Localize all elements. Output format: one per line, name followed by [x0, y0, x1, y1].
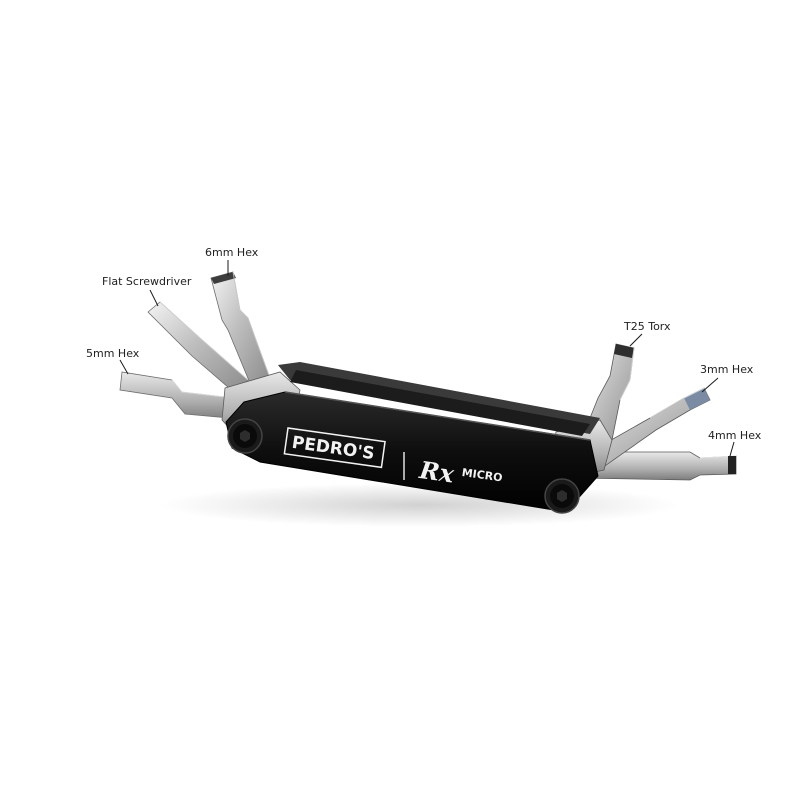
callout-4mm-hex: 4mm Hex [708, 429, 762, 442]
callout-5mm-hex: 5mm Hex [86, 347, 140, 360]
bolt-icon [227, 418, 263, 454]
hex-6mm-bit [210, 271, 271, 389]
flat-screwdriver-bit [147, 301, 249, 395]
tool-shadow [160, 483, 680, 527]
hex-3mm-bit [589, 387, 711, 469]
leader-3mm-hex [701, 377, 719, 393]
leader-5mm-hex [119, 359, 129, 375]
leader-4mm-hex [729, 441, 735, 457]
leader-t25-torx [629, 333, 643, 347]
leader-flat-screwdriver [149, 289, 159, 307]
tool-body [225, 362, 600, 513]
model-suffix: MICRO [461, 466, 503, 485]
callout-flat-screwdriver: Flat Screwdriver [102, 275, 192, 288]
model-logo: Rx MICRO [417, 455, 503, 489]
callout-t25-torx: T25 Torx [623, 320, 671, 333]
bolt-icon [544, 478, 580, 514]
callout-6mm-hex: 6mm Hex [205, 246, 259, 259]
model-prefix: Rx [417, 455, 457, 489]
hex-4mm-bit [577, 451, 737, 481]
callout-3mm-hex: 3mm Hex [700, 363, 754, 376]
